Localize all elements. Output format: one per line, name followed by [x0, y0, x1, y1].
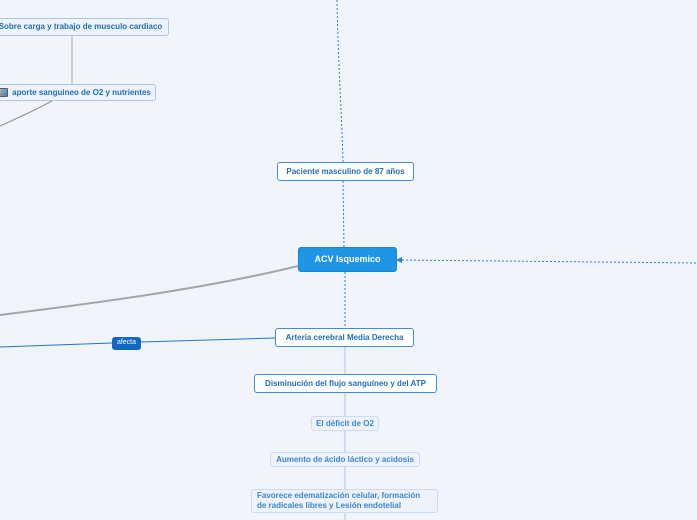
node-disminucion-label: Disminución del flujo sanguíneo y del AT… — [265, 378, 426, 388]
node-aumento[interactable]: Aumento de ácido láctico y acidosis — [270, 452, 420, 467]
link-acv-left-gray — [0, 265, 299, 316]
node-favorece-line2: de radicales libres y Lesión endotelial — [257, 501, 402, 510]
node-acv-central[interactable]: ACV Isquemico — [298, 247, 397, 272]
link-paciente-to-acv — [342, 180, 345, 248]
label-afecta-text: afecta — [116, 339, 137, 347]
document-image-icon — [0, 88, 9, 97]
node-aumento-label: Aumento de ácido láctico y acidosis — [276, 454, 414, 464]
arrowhead-left — [396, 257, 402, 263]
link-arteria-afecta — [0, 337, 276, 348]
node-aporte-label: aporte sanguineo de O2 y nutrientes — [12, 87, 151, 97]
label-afecta[interactable]: afecta — [112, 337, 141, 350]
node-favorece-line1: Favorece edematización celular, formació… — [257, 491, 421, 500]
node-disminucion[interactable]: Disminución del flujo sanguíneo y del AT… — [254, 374, 437, 393]
link-top-to-paciente — [336, 0, 344, 163]
node-sobrecarga-label: Sobre carga y trabajo de musculo cardiac… — [0, 22, 163, 31]
node-aporte[interactable]: aporte sanguineo de O2 y nutrientes — [0, 84, 156, 101]
node-paciente[interactable]: Paciente masculino de 87 años — [277, 162, 414, 181]
node-arteria[interactable]: Arteria cerebral Media Derecha — [275, 328, 414, 347]
node-paciente-label: Paciente masculino de 87 años — [286, 166, 405, 176]
node-deficit[interactable]: El déficit de O2 — [311, 416, 379, 431]
node-favorece[interactable]: Favorece edematización celular, formació… — [251, 489, 438, 513]
node-arteria-label: Arteria cerebral Media Derecha — [285, 332, 404, 342]
link-aporte-left-gray — [0, 100, 53, 127]
node-acv-label: ACV Isquemico — [314, 253, 381, 264]
link-acv-right — [397, 259, 697, 264]
node-sobrecarga[interactable]: Sobre carga y trabajo de musculo cardiac… — [0, 18, 169, 36]
node-deficit-label: El déficit de O2 — [316, 418, 374, 428]
